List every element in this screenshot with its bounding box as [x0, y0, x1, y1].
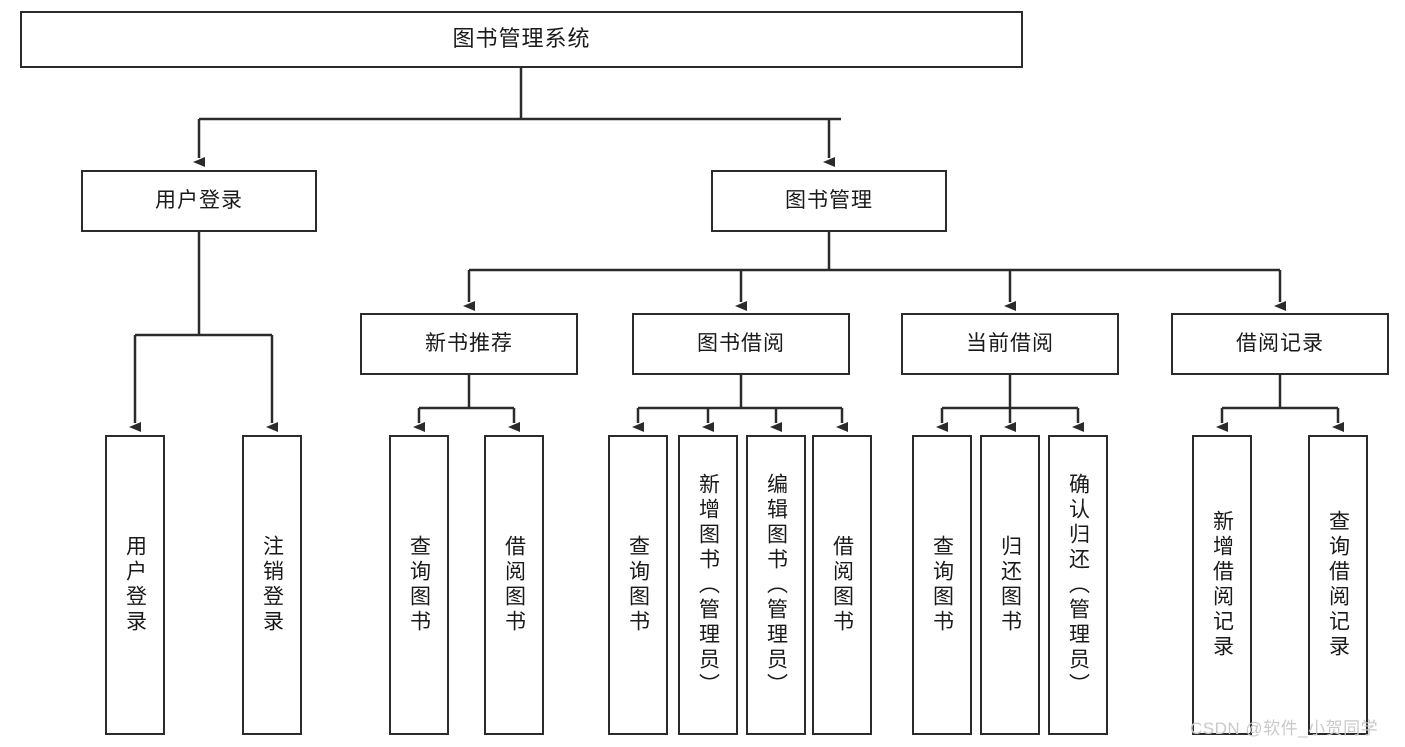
leaf-borrow-edit-book-admin[interactable]: 编辑图书（管理员） — [746, 435, 806, 735]
leaf-label: 编辑图书（管理员） — [764, 472, 788, 698]
node-current-borrow[interactable]: 当前借阅 — [901, 313, 1119, 375]
leaf-label: 查询图书 — [930, 535, 954, 635]
leaf-borrow-query-book[interactable]: 查询图书 — [608, 435, 668, 735]
leaf-label: 借阅图书 — [830, 535, 854, 635]
leaf-borrow-add-book-admin[interactable]: 新增图书（管理员） — [678, 435, 738, 735]
node-user-login[interactable]: 用户登录 — [81, 170, 317, 232]
leaf-label: 确认归还（管理员） — [1066, 472, 1090, 698]
leaf-current-return-book[interactable]: 归还图书 — [980, 435, 1040, 735]
leaf-label: 归还图书 — [998, 535, 1022, 635]
leaf-label: 查询图书 — [626, 535, 650, 635]
leaf-current-confirm-return-admin[interactable]: 确认归还（管理员） — [1048, 435, 1108, 735]
node-book-management[interactable]: 图书管理 — [711, 170, 947, 232]
csdn-watermark: CSDN @软件_小贺同学 — [1190, 719, 1379, 738]
leaf-label: 借阅图书 — [502, 535, 526, 635]
leaf-record-query-record[interactable]: 查询借阅记录 — [1308, 435, 1368, 735]
leaf-label: 新增图书（管理员） — [696, 472, 720, 698]
leaf-recommend-borrow-book[interactable]: 借阅图书 — [484, 435, 544, 735]
node-borrow-record[interactable]: 借阅记录 — [1171, 313, 1389, 375]
leaf-recommend-query-book[interactable]: 查询图书 — [389, 435, 449, 735]
node-root-system[interactable]: 图书管理系统 — [20, 11, 1023, 68]
leaf-user-login-logout[interactable]: 注销登录 — [242, 435, 302, 735]
leaf-label: 新增借阅记录 — [1210, 510, 1234, 660]
leaf-label: 用户登录 — [123, 535, 147, 635]
leaf-borrow-borrow-book[interactable]: 借阅图书 — [812, 435, 872, 735]
node-new-book-recommend[interactable]: 新书推荐 — [360, 313, 578, 375]
leaf-current-query-book[interactable]: 查询图书 — [912, 435, 972, 735]
leaf-label: 查询图书 — [407, 535, 431, 635]
leaf-label: 注销登录 — [260, 535, 284, 635]
leaf-label: 查询借阅记录 — [1326, 510, 1350, 660]
leaf-record-add-record[interactable]: 新增借阅记录 — [1192, 435, 1252, 735]
node-book-borrow[interactable]: 图书借阅 — [632, 313, 850, 375]
leaf-user-login-login[interactable]: 用户登录 — [105, 435, 165, 735]
